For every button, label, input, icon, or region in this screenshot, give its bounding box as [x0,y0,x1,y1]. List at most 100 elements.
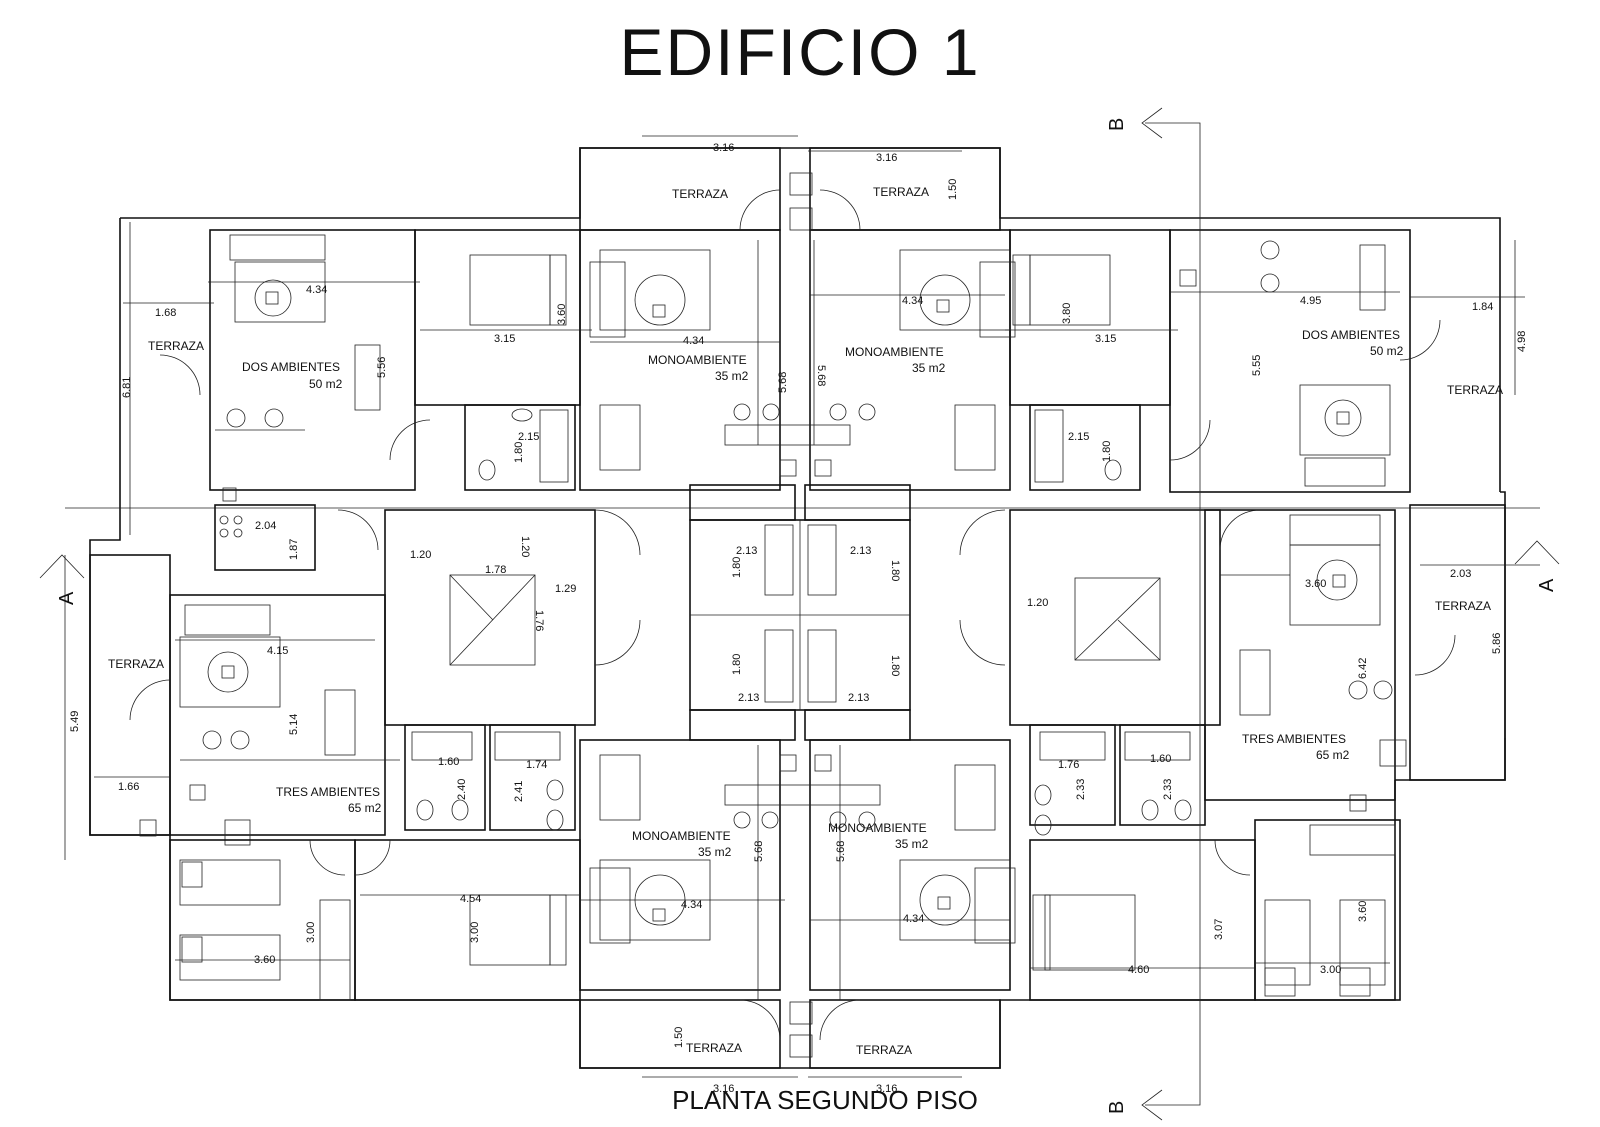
dimension-label: 1.76 [533,610,545,631]
dimension-lines [64,135,1540,1078]
dimension-label: 4.54 [460,893,481,905]
section-label-b-bottom: B [1106,1101,1128,1114]
dimension-label: 1.50 [673,1027,685,1048]
dimension-label: 2.04 [255,520,276,532]
dimension-label: 5.49 [69,711,81,732]
dimension-label: 1.68 [155,307,176,319]
dimension-label: 1.20 [410,549,431,561]
terraza-label: TERRAZA [672,187,728,201]
dimension-label: 2.15 [518,431,539,443]
dimension-label: 1.20 [1027,597,1048,609]
dimension-label: 5.14 [288,714,300,735]
dimension-label: 4.34 [681,899,702,911]
dimension-label: 5.68 [753,841,765,862]
section-label-a-left: A [56,591,78,605]
dimension-label: 3.60 [1305,578,1326,590]
dimension-label: 2.41 [513,781,525,802]
dimension-label: 5.68 [835,841,847,862]
section-label-b-top: B [1106,118,1128,131]
unit-dos-ambientes-left [159,229,581,571]
units-monoambiente-top [579,147,1016,491]
room-area-tres-ambientes-left: 65 m2 [348,801,382,815]
dimension-label: 1.74 [526,759,547,771]
room-label-monoambiente-bottom-right: MONOAMBIENTE [828,821,927,835]
dimension-label: 5.55 [1251,355,1263,376]
dimension-label: 3.16 [876,152,897,164]
dimension-label: 3.60 [1357,901,1369,922]
dimension-label: 1.20 [519,536,531,557]
dimension-label: 3.00 [1320,964,1341,976]
dimension-labels: 3.16 3.16 1.50 1.68 6.81 4.34 5.56 3.15 … [69,142,1528,1095]
terraza-label: TERRAZA [108,657,164,671]
room-label-tres-ambientes-right: TRES AMBIENTES [1242,732,1346,746]
room-area-monoambiente-bottom-left: 35 m2 [698,845,732,859]
dimension-label: 2.13 [850,545,871,557]
dimension-label: 1.60 [1150,753,1171,765]
terraza-label: TERRAZA [873,185,929,199]
dimension-label: 1.50 [947,179,959,200]
dimension-label: 3.16 [876,1083,897,1095]
dimension-label: 3.00 [305,922,317,943]
room-label-monoambiente-top-right: MONOAMBIENTE [845,345,944,359]
terraza-label: TERRAZA [1447,383,1503,397]
dimension-label: 1.60 [438,756,459,768]
dimension-label: 4.60 [1128,964,1149,976]
dimension-label: 1.87 [288,539,300,560]
dimension-label: 1.80 [731,654,743,675]
dimension-label: 1.80 [889,655,901,676]
dimension-label: 6.81 [121,377,133,398]
units-monoambiente-bottom [579,739,1016,1069]
bedrooms-bottom-left [169,839,581,1001]
dimension-label: 4.15 [267,645,288,657]
dimension-label: 2.15 [1068,431,1089,443]
section-cut-lines [39,107,1560,1121]
dimension-label: 3.00 [469,922,481,943]
dimension-label: 5.56 [376,357,388,378]
unit-tres-ambientes-left [89,554,576,846]
terraza-label: TERRAZA [1435,599,1491,613]
room-area-monoambiente-bottom-right: 35 m2 [895,837,929,851]
dimension-label: 1.80 [731,557,743,578]
dimension-label: 2.13 [738,692,759,704]
dimension-label: 4.34 [683,335,704,347]
section-label-a-right: A [1536,578,1558,592]
dimension-label: 1.84 [1472,301,1493,313]
central-core [337,484,1261,741]
dimension-label: 5.68 [815,365,827,386]
dimension-label: 3.80 [1061,303,1073,324]
dimension-label: 3.15 [494,333,515,345]
room-area-monoambiente-top-left: 35 m2 [715,369,749,383]
room-area-dos-ambientes-left: 50 m2 [309,377,343,391]
room-area-monoambiente-top-right: 35 m2 [912,361,946,375]
dimension-label: 2.40 [456,779,468,800]
room-label-dos-ambientes-left: DOS AMBIENTES [242,360,340,374]
drawing-title: EDIFICIO 1 [619,15,981,89]
dimension-label: 3.16 [713,142,734,154]
dimension-label: 1.29 [555,583,576,595]
dimension-label: 2.33 [1162,779,1174,800]
dimension-label: 3.60 [254,954,275,966]
dimension-label: 6.42 [1357,658,1369,679]
dimension-label: 1.80 [1101,441,1113,462]
dimension-label: 1.80 [889,560,901,581]
dimension-label: 2.13 [848,692,869,704]
dimension-label: 4.95 [1300,295,1321,307]
dimension-label: 5.68 [777,372,789,393]
unit-dos-ambientes-right [1009,229,1441,493]
dimension-label: 2.03 [1450,568,1471,580]
room-label-tres-ambientes-left: TRES AMBIENTES [276,785,380,799]
dimension-label: 3.60 [556,304,568,325]
terraza-label: TERRAZA [686,1041,742,1055]
dimension-label: 3.15 [1095,333,1116,345]
dimension-label: 1.80 [513,442,525,463]
dimension-label: 1.76 [1058,759,1079,771]
dimension-label: 1.78 [485,564,506,576]
dimension-label: 1.66 [118,781,139,793]
room-label-monoambiente-bottom-left: MONOAMBIENTE [632,829,731,843]
dimension-label: 5.86 [1491,633,1503,654]
room-area-tres-ambientes-right: 65 m2 [1316,748,1350,762]
bedrooms-bottom-right [1029,819,1401,1001]
dimension-label: 4.34 [902,295,923,307]
room-label-dos-ambientes-right: DOS AMBIENTES [1302,328,1400,342]
